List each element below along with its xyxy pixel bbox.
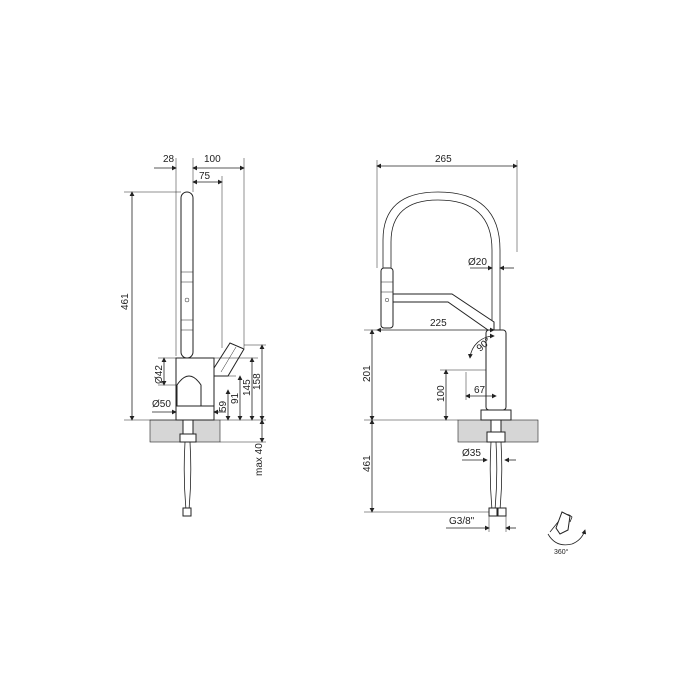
dim-diameter-50: Ø50 <box>152 399 171 410</box>
dim-461: 461 <box>362 455 373 472</box>
dim-91: 91 <box>230 392 241 404</box>
dim-145: 145 <box>242 379 253 396</box>
dim-28: 28 <box>163 154 175 165</box>
side-spout-tube <box>180 191 194 359</box>
dim-diameter-42: Ø42 <box>154 365 165 384</box>
side-view: 28 100 75 461 Ø42 Ø50 59 91 145 158 max … <box>120 154 266 517</box>
dim-75: 75 <box>199 171 211 182</box>
front-view: 265 Ø20 225 90° 201 100 67 461 Ø35 <box>362 154 539 532</box>
rotation-360-icon: 360° <box>547 511 587 556</box>
front-base <box>480 409 512 421</box>
dim-265: 265 <box>435 154 452 165</box>
dim-461-height: 461 <box>120 293 131 310</box>
dim-201: 201 <box>362 365 373 382</box>
dim-diameter-20: Ø20 <box>468 257 487 268</box>
dim-59: 59 <box>218 400 229 412</box>
dim-100-front: 100 <box>436 385 447 402</box>
dim-100: 100 <box>204 154 221 165</box>
dim-g3-8: G3/8" <box>449 516 475 527</box>
side-body <box>175 357 215 407</box>
dim-158: 158 <box>252 373 263 390</box>
side-lever <box>213 342 245 377</box>
dim-225: 225 <box>430 318 447 329</box>
dim-67: 67 <box>474 385 486 396</box>
side-base <box>175 405 215 421</box>
dim-diameter-35: Ø35 <box>462 448 481 459</box>
rotation-label: 360° <box>554 548 569 556</box>
dim-max-40: max 40 <box>254 443 265 476</box>
front-arched-hose <box>382 191 501 330</box>
